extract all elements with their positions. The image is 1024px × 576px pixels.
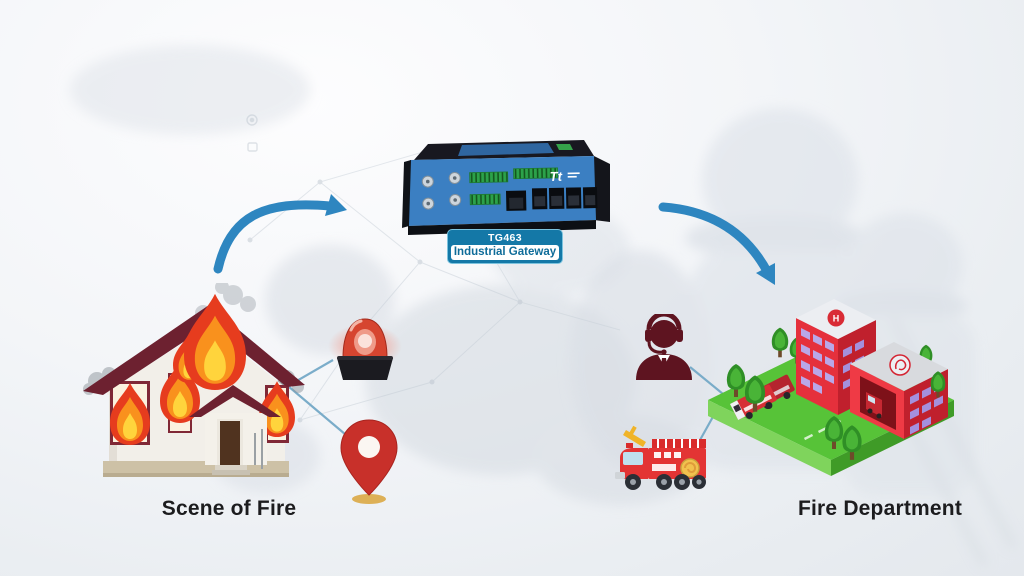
door <box>220 421 240 465</box>
porch <box>189 385 281 475</box>
scene-of-fire-label: Scene of Fire <box>161 497 297 520</box>
burning-house-icon <box>83 280 308 506</box>
device-side <box>594 156 610 222</box>
main-flame <box>173 293 246 390</box>
gateway-label-badge: TG463 Industrial Gateway <box>447 229 563 264</box>
dispatcher-head <box>650 320 678 348</box>
truck-wheels <box>625 474 706 490</box>
brand-logo: Tt <box>550 169 580 184</box>
svg-text:Tt: Tt <box>550 169 563 184</box>
location-pin-icon <box>338 418 400 511</box>
flow-arrow-left <box>213 194 347 274</box>
headset <box>645 311 683 355</box>
line-house-to-pin <box>287 385 353 441</box>
fire-truck-icon <box>612 424 716 503</box>
alarm-siren-icon <box>327 308 403 387</box>
siren-base <box>337 358 393 380</box>
antenna-connectors <box>421 172 462 210</box>
gateway-model-label: TG463 <box>487 232 523 244</box>
truck-ladder <box>623 425 706 448</box>
hose-reel <box>680 458 700 478</box>
line-dispatcher-to-station <box>689 366 724 395</box>
terminal-blocks <box>469 167 559 206</box>
roof <box>83 305 305 395</box>
gateway-type-label: Industrial Gateway <box>451 245 559 260</box>
pin-shadow <box>352 494 386 504</box>
industrial-gateway-device: Tt <box>398 136 612 241</box>
fire-department-label: Fire Department <box>797 497 963 520</box>
emergency-dispatcher-icon <box>632 311 696 387</box>
flow-arrow-right <box>658 202 775 285</box>
ethernet-ports <box>505 187 598 211</box>
svg-text:H: H <box>833 314 840 324</box>
garage-truck <box>866 392 882 419</box>
fire-station-icon: H <box>700 276 962 495</box>
